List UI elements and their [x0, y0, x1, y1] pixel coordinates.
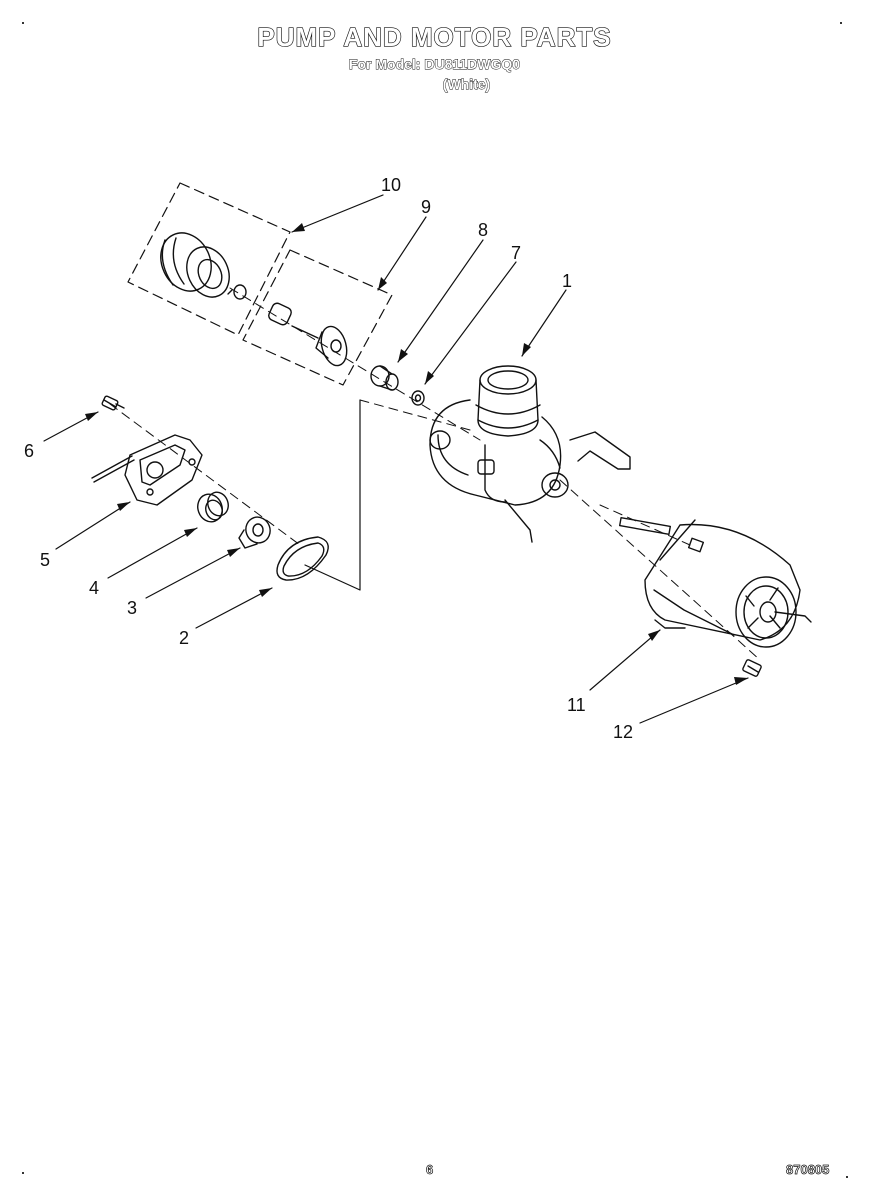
- corner-mark-top-left: [22, 22, 24, 24]
- part-11-motor: [618, 517, 812, 648]
- callout-3: 3: [127, 598, 137, 618]
- leader-arrowheads: [85, 223, 748, 685]
- part-2-gasket: [276, 536, 329, 581]
- callout-7: 7: [511, 243, 521, 263]
- callout-12: 12: [613, 722, 633, 742]
- page-number: 6: [426, 1162, 434, 1178]
- callout-10: 10: [381, 175, 401, 195]
- group-box-part-10: [127, 182, 291, 336]
- part-1-pump-housing: [429, 365, 631, 543]
- part-4-seal-ring: [197, 491, 229, 523]
- callout-1: 1: [562, 271, 572, 291]
- corner-mark-bottom-left: [22, 1172, 24, 1174]
- callout-11: 11: [567, 695, 586, 715]
- part-10-seal-assembly: [160, 232, 247, 300]
- assembly-centerlines: [109, 287, 761, 661]
- document-number: 870805: [786, 1162, 830, 1178]
- page-title: PUMP AND MOTOR PARTS: [257, 21, 612, 52]
- callout-2: 2: [179, 628, 189, 648]
- callout-5: 5: [40, 550, 50, 570]
- part-3-grommet: [238, 516, 271, 549]
- callout-9: 9: [421, 197, 431, 217]
- corner-mark-bottom-right: [846, 1176, 848, 1178]
- part-5-pump-cover: [91, 434, 203, 506]
- callout-8: 8: [478, 220, 488, 240]
- callout-numbers: 10 9 8 7 1 6 5 4 3 2 11 12: [24, 175, 633, 742]
- part-6-screw: [101, 395, 125, 411]
- model-line: For Model: DU811DWGQ0: [348, 56, 521, 73]
- part-7-washer: [411, 390, 425, 406]
- corner-mark-top-right: [840, 22, 842, 24]
- part-9-impeller: [268, 302, 348, 367]
- part-12-screw: [742, 659, 762, 677]
- bracket-line: [304, 399, 361, 591]
- leader-lines: [43, 194, 749, 724]
- part-8-bushing: [370, 365, 399, 391]
- color-line: (White): [442, 76, 491, 93]
- group-box-part-9: [242, 249, 393, 386]
- callout-4: 4: [89, 578, 99, 598]
- callout-6: 6: [24, 441, 34, 461]
